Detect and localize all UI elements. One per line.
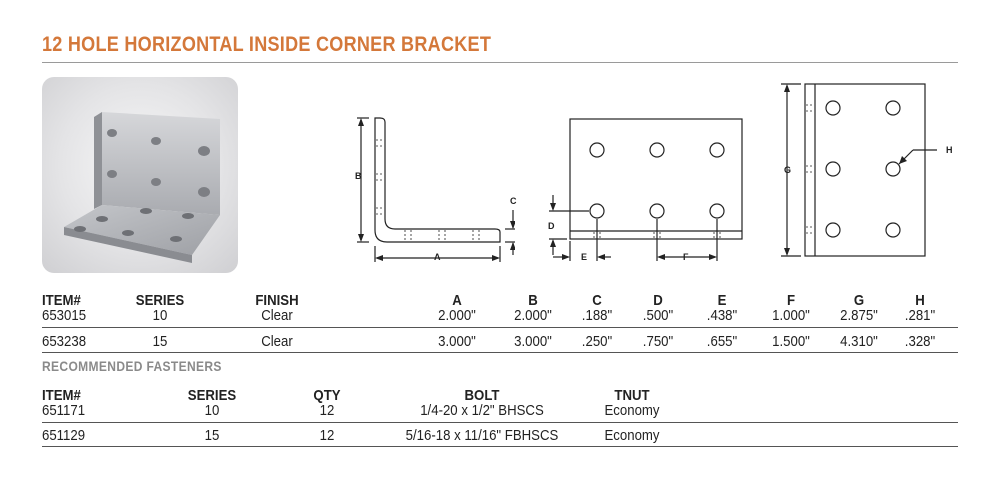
table-cell: 10 (152, 307, 168, 324)
dim-label-g: G (784, 165, 792, 175)
col-header: H (915, 292, 925, 309)
fasteners-heading: RECOMMENDED FASTENERS (42, 358, 222, 374)
table-cell: 2.000" (514, 307, 552, 324)
table-row: 651171 10 12 1/4-20 x 1/2" BHSCS Economy (42, 402, 958, 420)
top-view-drawing (781, 83, 937, 257)
page-title: 12 HOLE HORIZONTAL INSIDE CORNER BRACKET (42, 33, 492, 56)
table-cell: 1.000" (772, 307, 810, 324)
table-cell: 3.000" (438, 333, 476, 350)
col-header: TNUT (614, 387, 650, 404)
table-cell: 4.310" (840, 333, 878, 350)
col-header: FINISH (255, 292, 299, 309)
table-cell: Clear (261, 307, 293, 324)
table-cell: .188" (581, 307, 613, 324)
table-cell: Economy (604, 427, 660, 444)
table-row: 653238 15 Clear 3.000" 3.000" .250" .750… (42, 333, 958, 351)
dim-label-d: D (548, 221, 555, 231)
col-header: ITEM# (42, 387, 81, 404)
row-divider (42, 352, 958, 353)
table-cell: .500" (642, 307, 674, 324)
product-photo (42, 77, 238, 273)
col-header: SERIES (187, 387, 237, 404)
fasteners-table-header: ITEM# SERIES QTY BOLT TNUT (42, 387, 958, 405)
dim-label-e: E (581, 252, 588, 262)
col-header: F (786, 292, 796, 309)
table-cell: 2.000" (438, 307, 476, 324)
table-cell: 12 (319, 402, 335, 419)
table-cell: 15 (152, 333, 168, 350)
dim-label-b: B (355, 171, 362, 181)
front-view-drawing (549, 118, 743, 261)
table-cell: 653238 (42, 333, 87, 350)
table-cell: .438" (706, 307, 738, 324)
table-cell: .655" (706, 333, 738, 350)
col-header: G (853, 292, 865, 309)
table-cell: .281" (904, 307, 936, 324)
dim-label-a: A (434, 252, 441, 262)
dim-label-f: F (683, 252, 689, 262)
table-cell: .250" (581, 333, 613, 350)
row-divider (42, 422, 958, 423)
items-table-header: ITEM# SERIES FINISH A B C D E F G H (42, 292, 958, 310)
table-cell: Economy (604, 402, 660, 419)
table-cell: 12 (319, 427, 335, 444)
table-cell: .328" (904, 333, 936, 350)
table-cell: 15 (204, 427, 220, 444)
dim-label-c: C (510, 196, 517, 206)
table-cell: 5/16-18 x 11/16" FBHSCS (405, 427, 559, 444)
table-row: 653015 10 Clear 2.000" 2.000" .188" .500… (42, 307, 958, 325)
side-profile-drawing (357, 117, 515, 262)
table-cell: 2.875" (840, 307, 878, 324)
table-cell: 10 (204, 402, 220, 419)
col-header: C (592, 292, 602, 309)
col-header: A (452, 292, 462, 309)
col-header: QTY (313, 387, 341, 404)
table-cell: 653015 (42, 307, 87, 324)
table-cell: 3.000" (514, 333, 552, 350)
col-header: E (717, 292, 727, 309)
row-divider (42, 327, 958, 328)
col-header: ITEM# (42, 292, 81, 309)
table-cell: 651129 (42, 427, 86, 444)
title-divider (42, 62, 958, 63)
bracket-render (64, 112, 220, 263)
table-cell: .750" (642, 333, 674, 350)
col-header: D (653, 292, 663, 309)
col-header: SERIES (135, 292, 185, 309)
row-divider (42, 446, 958, 447)
col-header: BOLT (464, 387, 500, 404)
table-cell: 1.500" (772, 333, 810, 350)
table-cell: 1/4-20 x 1/2" BHSCS (420, 402, 544, 419)
dim-label-h: H (946, 145, 953, 155)
table-cell: Clear (261, 333, 293, 350)
table-cell: 651171 (42, 402, 86, 419)
table-row: 651129 15 12 5/16-18 x 11/16" FBHSCS Eco… (42, 427, 958, 445)
col-header: B (528, 292, 538, 309)
